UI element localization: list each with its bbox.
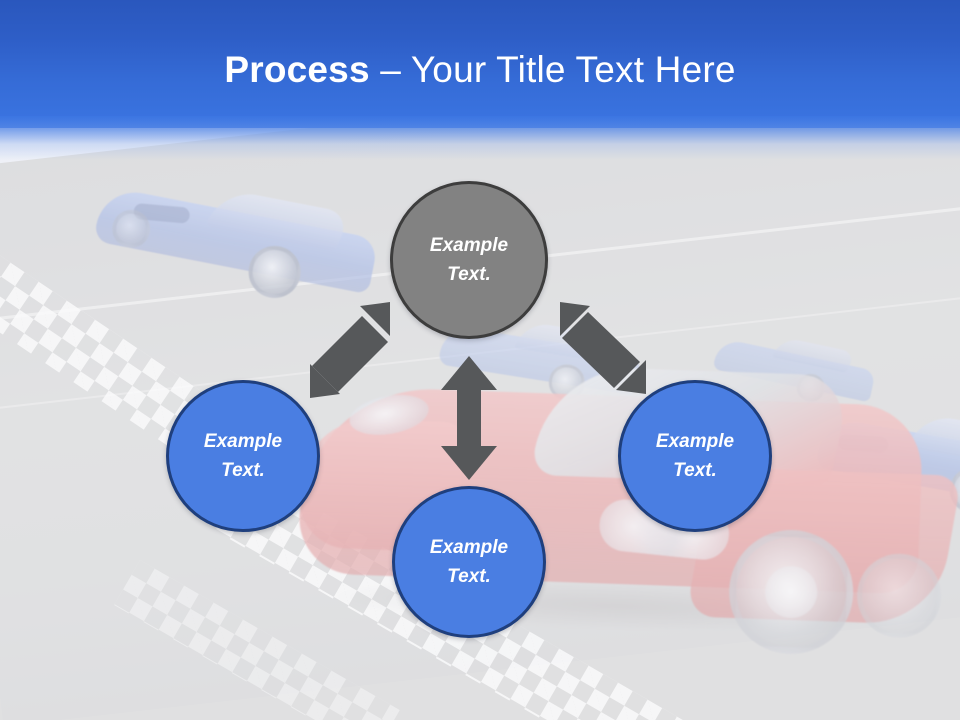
process-node-top[interactable]: Example Text. xyxy=(390,181,548,339)
title-band-fade xyxy=(0,116,960,160)
process-node-left[interactable]: Example Text. xyxy=(166,380,320,532)
title-band xyxy=(0,0,960,128)
red-sports-car xyxy=(295,357,960,659)
connector-top-right-arrow xyxy=(560,302,646,394)
slide-title: Process – Your Title Text Here xyxy=(0,48,960,92)
title-rest: Your Title Text Here xyxy=(410,49,736,90)
connector-top-left-arrow xyxy=(310,302,390,398)
process-node-bottom-label: Example Text. xyxy=(429,537,509,587)
process-node-right-label: Example Text. xyxy=(655,431,735,481)
title-dash: – xyxy=(369,49,411,90)
connector-top-bottom-arrow xyxy=(441,356,497,480)
process-node-top-label: Example Text. xyxy=(429,235,509,285)
process-node-left-label: Example Text. xyxy=(203,431,283,481)
title-strong: Process xyxy=(224,49,370,90)
process-node-right[interactable]: Example Text. xyxy=(618,380,772,532)
process-node-bottom[interactable]: Example Text. xyxy=(392,486,546,638)
